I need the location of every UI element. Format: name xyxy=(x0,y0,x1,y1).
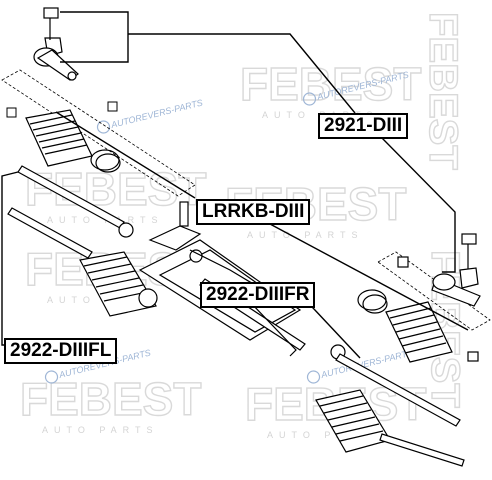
callout-boot-front-left: 2922-DIIIFL xyxy=(4,338,118,364)
inner-tie-rod-left-upper xyxy=(17,165,134,238)
inner-tie-rod-right-lower xyxy=(330,344,461,427)
tie-rod-end-right xyxy=(397,233,481,307)
watermark-logo: FEBEST xyxy=(20,373,201,425)
boot-body xyxy=(385,301,453,363)
leader-bracket-2921 xyxy=(60,11,129,63)
tie-rod-shaft xyxy=(7,207,93,259)
boot-clamp xyxy=(357,289,387,311)
group-frames xyxy=(1,69,491,331)
watermark-subtitle: AUTO PARTS xyxy=(262,110,379,120)
globe-icon xyxy=(306,370,321,384)
frame-left-boot-group xyxy=(1,69,196,197)
nut-icon xyxy=(6,107,17,118)
globe-icon xyxy=(96,120,111,134)
rack-pinion-shaft xyxy=(179,201,189,227)
tie-rod-end-left xyxy=(33,7,79,81)
watermark-subtitle: AUTO PARTS xyxy=(47,215,164,225)
left-fasteners xyxy=(6,101,118,118)
leader-2921-top xyxy=(128,33,356,114)
watermark-subtitle: AUTO PARTS xyxy=(267,430,384,440)
nut-icon xyxy=(107,101,118,112)
boot-clamp xyxy=(362,294,388,314)
leader-lrrkb-right xyxy=(269,223,469,331)
boot-clamp xyxy=(95,153,121,173)
rack-port xyxy=(189,249,203,263)
leader-2922fl xyxy=(1,171,19,346)
rack-mount xyxy=(138,288,158,308)
hydraulic-line xyxy=(249,301,297,357)
watermark: FEBEST AUTO PARTS xyxy=(24,162,207,225)
tie-rod-end-nut xyxy=(461,233,477,245)
boot-ribs xyxy=(389,307,447,354)
steering-boot-right-lower xyxy=(315,389,465,467)
steering-boot-right-upper xyxy=(357,289,479,363)
callout-tie-rod-end: 2921-DIII xyxy=(318,113,409,139)
leader-2921-right xyxy=(379,135,456,273)
tie-rod-end-stud xyxy=(459,267,479,289)
nut-icon xyxy=(397,256,409,268)
tie-rod-end-ball xyxy=(432,273,456,291)
tie-rod-ball xyxy=(118,222,134,238)
inner-tie-rod-left-lower xyxy=(7,207,93,259)
boot-ribs xyxy=(319,395,384,442)
leader-lrrkb-left xyxy=(55,111,196,199)
tie-rod-end-nut xyxy=(43,7,59,19)
callout-steering-rack: LRRKB-DIII xyxy=(196,199,311,225)
watermark-logo: FEBEST xyxy=(421,12,465,170)
watermark-subtitle: AUTO PARTS xyxy=(42,425,159,435)
rack-valve-housing xyxy=(148,225,202,251)
callout-boot-front-right: 2922-DIIIFR xyxy=(200,282,316,308)
tie-rod-end-socket xyxy=(67,71,77,81)
watermark: FEBEST AUTO PARTS xyxy=(19,372,202,435)
tie-rod-shaft xyxy=(379,433,465,467)
watermark-layer: FEBEST AUTO PARTS FEBEST AUTO PARTS FEBE… xyxy=(19,11,467,440)
watermark-subtitle: AUTO PARTS xyxy=(247,230,364,240)
globe-icon xyxy=(302,92,317,106)
globe-icon xyxy=(44,370,59,384)
tie-rod-shaft xyxy=(17,165,125,229)
tie-rod-shaft xyxy=(335,353,461,427)
boot-body xyxy=(79,251,157,317)
watermark-vertical: FEBEST xyxy=(420,11,465,170)
frame-right-boot-group xyxy=(377,251,491,331)
watermark-url-text: AUTOREVERS-PARTS xyxy=(109,97,204,130)
tie-rod-end-body xyxy=(36,49,79,81)
nut-icon xyxy=(467,351,479,362)
boot-ribs xyxy=(29,114,88,155)
